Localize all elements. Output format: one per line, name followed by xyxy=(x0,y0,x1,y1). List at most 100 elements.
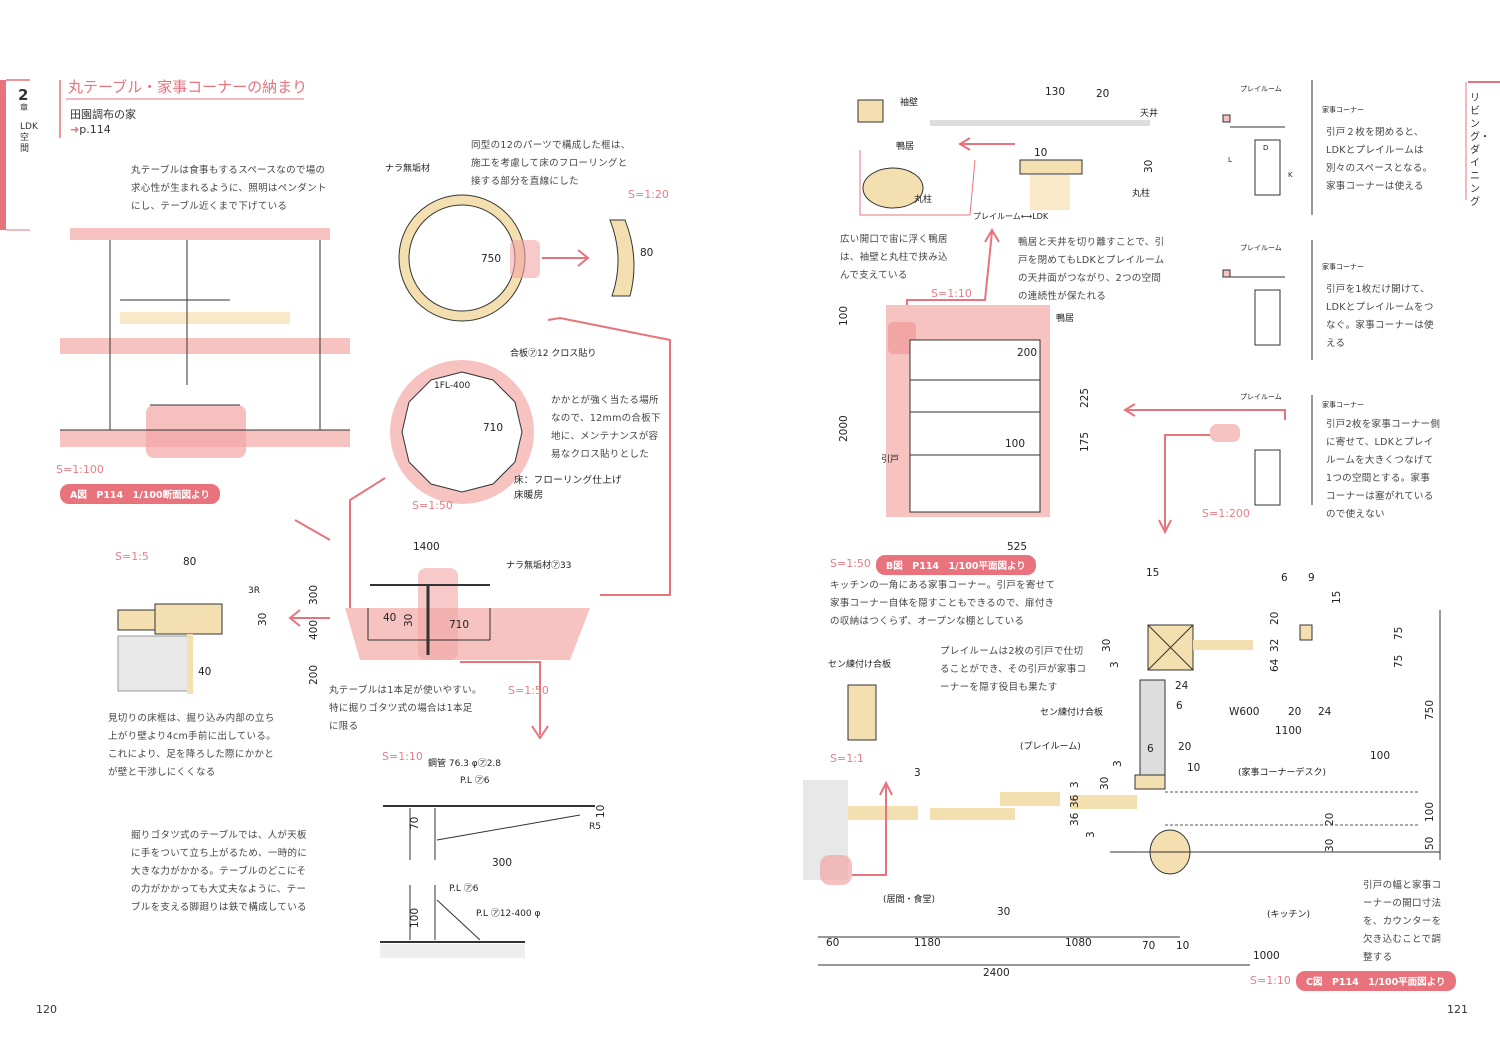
note-playroom: プレイルームは2枚の引戸で仕切 ることができ、その引戸が家事コ ーナーを隠す役目… xyxy=(940,646,1087,693)
dim: 40 xyxy=(383,612,397,624)
dim: 300 xyxy=(308,584,320,605)
label-kamoi: 鴨居 xyxy=(896,142,915,152)
dim: 100 xyxy=(409,907,421,928)
note-edge: 見切りの床框は、掘り込み内部の立ち 上がり壁より4cm手前に出している。 これに… xyxy=(108,713,276,778)
dim: 50 xyxy=(1424,836,1436,850)
figure-c-badge: C図 P114 1/100平面図より xyxy=(1296,971,1456,991)
dim: 30 xyxy=(997,906,1011,918)
project-name: 田園調布の家 xyxy=(70,108,136,121)
dim: 30 xyxy=(1143,159,1155,173)
note-kitchen: キッチンの一角にある家事コーナー。引戸を寄せて 家事コーナー自体を隠すこともでき… xyxy=(830,580,1056,627)
label-tenjo: 天井 xyxy=(1140,109,1159,119)
chapter-title: LDK空間 xyxy=(20,122,38,154)
label-sen-2: セン練付け合板 xyxy=(1040,708,1104,718)
dim: 710 xyxy=(449,619,470,631)
dim: 130 xyxy=(1045,86,1066,98)
page-reference-text[interactable]: p.114 xyxy=(79,123,111,136)
scale-1-20: S=1:20 xyxy=(628,188,669,201)
table-section-drawing xyxy=(345,568,590,740)
page-reference: ➜p.114 xyxy=(70,124,111,135)
dim: 75 xyxy=(1393,626,1405,640)
dim: 200 xyxy=(308,664,320,685)
chapter-suffix: 章 xyxy=(20,103,28,112)
dim: 1000 xyxy=(1253,950,1280,962)
dim: 20 xyxy=(1096,88,1110,100)
dim: 3 xyxy=(1069,781,1081,788)
label-kamoi-2: 鴨居 xyxy=(1056,314,1075,324)
dim: 225 xyxy=(1079,387,1091,408)
scale-1-10: S=1:10 xyxy=(382,750,423,763)
dim: 1080 xyxy=(1065,937,1092,949)
dim: 1100 xyxy=(1275,725,1302,737)
dim: 64 xyxy=(1269,658,1281,672)
dim: 20 xyxy=(1288,706,1302,718)
dim: 10 xyxy=(1034,147,1048,159)
figure-b-badge: B図 P114 1/100平面図より xyxy=(876,555,1036,575)
dim: 100 xyxy=(1370,750,1391,762)
dim: 3 xyxy=(1112,760,1124,767)
dim: 3 xyxy=(1085,831,1097,838)
dim: 70 xyxy=(1142,940,1156,952)
dim: 3 xyxy=(914,767,921,779)
dim: 30 xyxy=(1099,776,1111,790)
note-one-leg: 丸テーブルは1本足が使いやすい。 特に掘りゴタツ式の場合は1本足 に限る xyxy=(329,685,482,732)
label-kaji-1: 家事コーナー xyxy=(1322,106,1364,114)
dim: 175 xyxy=(1079,431,1091,452)
label-r5: R5 xyxy=(589,822,601,832)
label-plywood: 合板㋐12 クロス貼り xyxy=(510,349,597,359)
room-desk: (家事コーナーデスク) xyxy=(1238,768,1327,778)
dim: 20 xyxy=(1178,741,1192,753)
scale-1-50-pit: S=1:50 xyxy=(412,499,453,512)
dim: 70 xyxy=(409,816,421,830)
dim: 200 xyxy=(1017,347,1038,359)
edge-detail-drawing xyxy=(117,603,330,694)
note-pendant: 丸テーブルは食事もするスペースなので場の 求心性が生まれるように、照明はペンダン… xyxy=(131,165,327,212)
label-d: D xyxy=(1263,144,1269,152)
scale-1-50-table: S=1:50 xyxy=(508,684,549,697)
scale-1-10-kamoi: S=1:10 xyxy=(931,287,972,300)
dim: 15 xyxy=(1146,567,1160,579)
scale-1-100: S=1:100 xyxy=(56,463,104,476)
dim: W600 xyxy=(1229,706,1260,718)
note-closed: 引戸２枚を閉めると、 LDKとプレイルームは 別々のスペースとなる。 家事コーナ… xyxy=(1326,127,1433,192)
room-living: (居間・食堂) xyxy=(883,895,936,905)
scale-1-1: S=1:1 xyxy=(830,752,864,765)
section-drawing-a xyxy=(60,228,350,541)
dim: 60 xyxy=(826,937,840,949)
floor-pit-drawing xyxy=(349,360,534,620)
label-k: K xyxy=(1288,171,1293,179)
label-fl: 1FL-400 xyxy=(434,381,471,391)
label-playroom-3: プレイルーム xyxy=(1240,393,1282,401)
dim: 750 xyxy=(1424,699,1436,720)
dim: 100 xyxy=(1424,801,1436,822)
label-pl12: P.L ㋐12-400 φ xyxy=(476,909,541,919)
right-section-tab: リビング・ダイニング xyxy=(1470,93,1490,208)
label-3r: 3R xyxy=(248,586,260,596)
room-kitchen: (キッチン) xyxy=(1267,910,1311,920)
dim: 1180 xyxy=(914,937,941,949)
note-frame: 同型の12のパーツで構成した框は、 施工を考慮して床のフローリングと 接する部分… xyxy=(471,140,631,187)
dim: 1400 xyxy=(413,541,440,553)
label-l: L xyxy=(1228,156,1232,164)
dim: 36 xyxy=(1069,794,1081,808)
dim: 30 xyxy=(1324,838,1336,852)
dim: 10 xyxy=(1187,762,1201,774)
figure-a-badge: A図 P114 1/100断面図より xyxy=(60,484,220,504)
dim: 24 xyxy=(1175,680,1189,692)
label-pl6b: P.L ㋐6 xyxy=(449,884,479,894)
scale-1-50-shelf: S=1:50 xyxy=(830,557,871,570)
note-lintel: 広い開口で宙に浮く鴨居 は、袖壁と丸柱で挟み込 んで支えている xyxy=(840,234,948,281)
dim: 24 xyxy=(1318,706,1332,718)
dim: 30 xyxy=(1101,638,1113,652)
arrow-circle-icon: ➜ xyxy=(70,123,80,136)
note-heel: かかとが強く当たる場所 なので、12mmの合板下 地に、メンテナンスが容 易なク… xyxy=(551,395,661,460)
dim: 75 xyxy=(1393,654,1405,668)
dim: 400 xyxy=(308,619,320,640)
dim: 10 xyxy=(1176,940,1190,952)
label-pl6a: P.L ㋐6 xyxy=(460,776,490,786)
label-nara33: ナラ無垢材㋐33 xyxy=(506,561,572,571)
dim: 80 xyxy=(183,556,197,568)
note-one-open: 引戸を1枚だけ開けて、 LDKとプレイルームをつ なぐ。家事コーナーは使 える xyxy=(1326,284,1434,349)
label-nara: ナラ無垢材 xyxy=(385,164,431,174)
